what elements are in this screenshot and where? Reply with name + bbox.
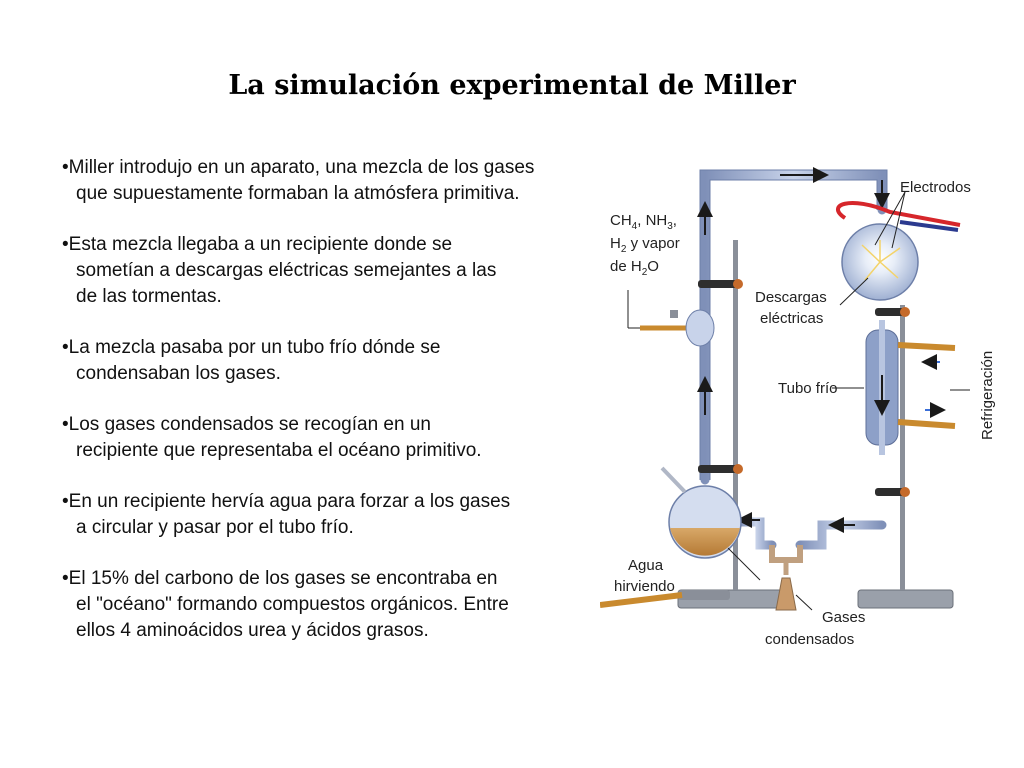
bullet-line: •Miller introdujo en un aparato, una mez… (62, 157, 535, 178)
page-title: La simulación experimental de Miller (228, 70, 796, 101)
label-gases-line2: H2 y vapor (610, 235, 680, 255)
clamps (698, 279, 910, 497)
bullet-line: que supuestamente formaban la atmósfera … (76, 183, 520, 204)
label-gases-cond-2: condensados (765, 631, 854, 648)
label-descargas-2: eléctricas (760, 310, 823, 327)
bullet-item-1: •Miller introdujo en un aparato, una mez… (62, 155, 602, 207)
label-electrodos: Electrodos (900, 179, 971, 196)
cooling-hoses (897, 342, 956, 429)
cold-tube-condenser (865, 320, 899, 455)
electrode-blue-wire (899, 220, 959, 232)
label-gases-line3: de H2O (610, 258, 659, 278)
label-tubo-frio: Tubo frío (778, 380, 837, 397)
bullet-line: •El 15% del carbono de los gases se enco… (62, 568, 498, 589)
label-agua-1: Agua (628, 557, 664, 574)
bullet-line: ellos 4 aminoácidos urea y ácidos grasos… (76, 620, 429, 641)
gas-inlet-valve (627, 290, 715, 347)
bullet-line: •Esta mezcla llegaba a un recipiente don… (62, 234, 453, 255)
bullet-line: sometían a descargas eléctricas semejant… (76, 260, 497, 281)
bullet-list: •Miller introdujo en un aparato, una mez… (62, 155, 602, 669)
glass-tubing (700, 170, 887, 550)
miller-apparatus-diagram: CH4, NH3, H2 y vapor de H2O Electrodos D… (600, 150, 1020, 660)
bullet-line: a circular y pasar por el tubo frío. (76, 517, 354, 538)
bullet-item-3: •La mezcla pasaba por un tubo frío dónde… (62, 335, 602, 387)
leader-lines (727, 191, 970, 611)
bullet-line: •La mezcla pasaba por un tubo frío dónde… (62, 337, 441, 358)
label-agua-2: hirviendo (614, 578, 675, 595)
boiling-flask (600, 466, 742, 608)
label-gases-cond-1: Gases (822, 609, 865, 626)
spark-flask (841, 223, 919, 301)
label-gases-line1: CH4, NH3, (610, 212, 677, 232)
label-refrigeracion: Refrigeración (979, 351, 996, 440)
bullet-line: recipiente que representaba el océano pr… (76, 440, 482, 461)
collection-trap (769, 545, 803, 611)
bullet-item-5: •En un recipiente hervía agua para forza… (62, 489, 602, 541)
label-descargas-1: Descargas (755, 289, 827, 306)
bullet-line: el "océano" formando compuestos orgánico… (76, 594, 509, 615)
bullet-item-4: •Los gases condensados se recogían en un… (62, 412, 602, 464)
electrode-red-wire (836, 201, 961, 227)
bullet-item-2: •Esta mezcla llegaba a un recipiente don… (62, 232, 602, 310)
right-stand (857, 305, 954, 609)
bullet-line: •Los gases condensados se recogían en un (62, 414, 431, 435)
bullet-line: condensaban los gases. (76, 363, 281, 384)
bullet-item-6: •El 15% del carbono de los gases se enco… (62, 566, 602, 644)
bullet-line: •En un recipiente hervía agua para forza… (62, 491, 511, 512)
bullet-line: de las tormentas. (76, 286, 222, 307)
